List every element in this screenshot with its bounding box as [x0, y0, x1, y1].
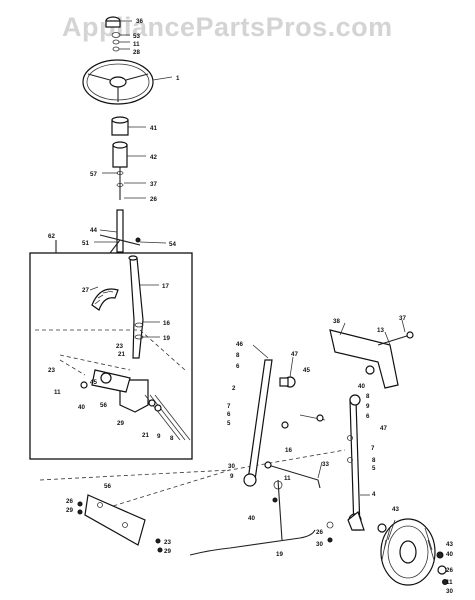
callout-57: 57 [90, 171, 97, 178]
callout-7b: 7 [371, 445, 375, 452]
callout-42: 42 [150, 154, 157, 161]
pitman-bracket [77, 494, 163, 553]
callout-45: 45 [90, 379, 97, 386]
callout-56: 56 [100, 402, 107, 409]
callout-30c: 30 [446, 588, 453, 595]
callout-54: 54 [169, 241, 176, 248]
callout-37: 37 [150, 181, 157, 188]
callout-41: 41 [150, 125, 157, 132]
callout-51: 51 [82, 240, 89, 247]
callout-16b: 16 [285, 447, 292, 454]
callout-19: 19 [163, 335, 170, 342]
callout-47b: 47 [380, 425, 387, 432]
callout-40c: 40 [248, 515, 255, 522]
callout-11b: 11 [54, 389, 61, 396]
callout-44: 44 [90, 227, 97, 234]
callout-46b: 40 [358, 383, 365, 390]
callout-6b: 6 [227, 411, 231, 418]
callout-26: 26 [150, 196, 157, 203]
callout-40d: 40 [446, 551, 453, 558]
callout-11: 11 [133, 41, 140, 48]
axle-right [326, 394, 365, 543]
callout-6c: 6 [366, 413, 370, 420]
callout-8d: 8 [372, 457, 376, 464]
callout-29c: 29 [164, 548, 171, 555]
callout-5: 5 [227, 420, 231, 427]
callout-62: 62 [48, 233, 55, 240]
callout-33: 33 [322, 461, 329, 468]
callout-5b: 5 [372, 465, 376, 472]
callout-9: 9 [157, 433, 161, 440]
callout-23c: 23 [164, 539, 171, 546]
callout-29: 29 [117, 420, 124, 427]
callout-23b: 23 [48, 367, 55, 374]
callout-30: 30 [228, 463, 235, 470]
callout-45b: 45 [303, 367, 310, 374]
inset-box [29, 239, 193, 460]
callout-6: 6 [236, 363, 240, 370]
callout-19b: 19 [276, 551, 283, 558]
callout-28: 28 [133, 49, 140, 56]
steering-shaft [128, 255, 144, 359]
callout-8c: 8 [366, 393, 370, 400]
callout-17: 17 [162, 283, 169, 290]
callout-7: 7 [227, 403, 231, 410]
callout-13: 13 [377, 327, 384, 334]
callout-27: 27 [82, 287, 89, 294]
axle-left [243, 359, 326, 541]
steering-cap [105, 16, 121, 52]
sector-gear [91, 288, 119, 311]
callout-9b: 9 [366, 403, 370, 410]
callout-11c: 11 [284, 475, 291, 482]
callout-47: 47 [291, 351, 298, 358]
callout-46: 46 [236, 341, 243, 348]
callout-43: 43 [392, 506, 399, 513]
front-wheel [377, 518, 448, 586]
callout-21b: 21 [142, 432, 149, 439]
callout-43b: 43 [446, 541, 453, 548]
steering-bracket [80, 369, 191, 441]
callout-26c: 26 [66, 498, 73, 505]
steering-wheel [82, 59, 154, 105]
callout-53: 53 [133, 33, 140, 40]
callout-2: 2 [232, 385, 236, 392]
drag-link [189, 461, 321, 556]
callout-30b: 30 [316, 541, 323, 548]
callout-37b: 37 [399, 315, 406, 322]
callout-38: 38 [333, 318, 340, 325]
callout-8: 8 [170, 435, 174, 442]
callout-4: 4 [372, 491, 376, 498]
steering-column [99, 116, 141, 253]
callout-1: 1 [176, 75, 180, 82]
callout-23: 23 [116, 343, 123, 350]
callout-40: 40 [78, 404, 85, 411]
callout-29b: 29 [66, 507, 73, 514]
callout-21: 21 [118, 351, 125, 358]
leader-lines [89, 20, 406, 496]
callout-26d: 26 [446, 567, 453, 574]
callout-9c: 9 [230, 473, 234, 480]
callout-16: 16 [163, 320, 170, 327]
callout-11d: 11 [446, 579, 453, 586]
callout-36: 36 [136, 18, 143, 25]
callout-56b: 56 [104, 483, 111, 490]
callout-26b: 26 [316, 529, 323, 536]
callout-8b: 8 [236, 352, 240, 359]
